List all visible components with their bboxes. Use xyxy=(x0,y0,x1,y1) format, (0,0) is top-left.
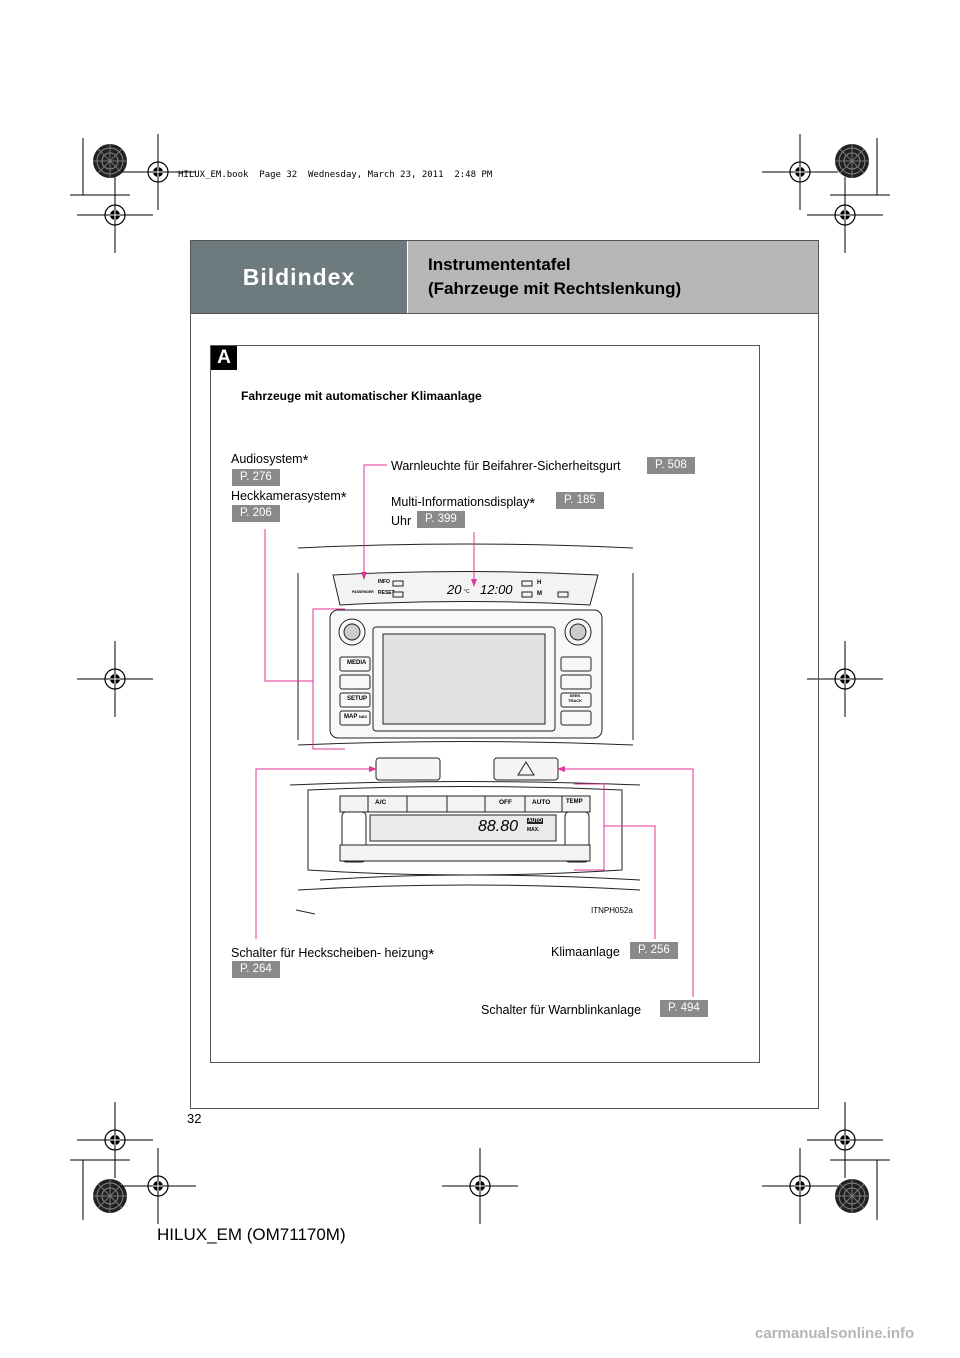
audio-track-label: TRACK xyxy=(568,698,582,703)
asterisk-icon: * xyxy=(428,946,435,963)
registration-marks xyxy=(70,133,890,1225)
asterisk-icon: * xyxy=(529,495,536,512)
camera-callout-text: Heckkamerasystem xyxy=(231,489,341,503)
display-reset-label: RESET xyxy=(378,590,395,596)
audio-media-button: MEDIA xyxy=(347,660,367,666)
figure-subtitle: Fahrzeuge mit automatischer Klimaanlage xyxy=(241,389,482,403)
callout-arrow-icon xyxy=(361,572,367,580)
climate-off-button: OFF xyxy=(499,799,512,806)
climate-max-label: MAX. xyxy=(527,827,540,833)
registration-sunburst-icon xyxy=(92,1178,128,1214)
multi-info-page-ref[interactable]: P. 185 xyxy=(556,492,604,509)
asterisk-icon: * xyxy=(340,489,347,506)
clock-page-ref[interactable]: P. 399 xyxy=(417,511,465,528)
figure-marker: A xyxy=(211,346,237,370)
page-frame xyxy=(190,240,819,1109)
climate-temp-label: TEMP xyxy=(566,799,583,805)
display-h-label: H xyxy=(537,580,542,586)
registration-sunburst-icon xyxy=(834,143,870,179)
watermark: carmanualsonline.info xyxy=(755,1325,915,1342)
climate-auto-button: AUTO xyxy=(532,799,551,806)
crosshair-icon xyxy=(76,176,154,254)
climate-auto-badge: AUTO xyxy=(527,818,544,824)
callout-arrow-icon xyxy=(557,766,565,772)
audio-map-label: MAP xyxy=(344,714,358,720)
crosshair-icon xyxy=(441,1147,519,1225)
book-info: HILUX_EM.book Page 32 Wednesday, March 2… xyxy=(178,170,493,180)
climate-readout: 88.80 xyxy=(478,818,519,835)
crosshair-icon xyxy=(761,133,839,211)
crosshair-icon xyxy=(76,1101,154,1179)
callout-arrow-icon xyxy=(471,579,477,587)
display-temp: 20 xyxy=(447,582,462,597)
display-m-label: M xyxy=(537,591,542,597)
section-header: Bildindex xyxy=(191,241,407,313)
aircon-page-ref[interactable]: P. 256 xyxy=(630,942,678,959)
page-title: Instrumententafel (Fahrzeuge mit Rechtsl… xyxy=(408,241,818,313)
crosshair-icon xyxy=(119,1147,197,1225)
climate-ac-button: A/C xyxy=(375,799,387,806)
hazard-page-ref[interactable]: P. 494 xyxy=(660,1000,708,1017)
audio-seek-label: SEEK xyxy=(569,693,581,698)
dashboard-illustration xyxy=(289,543,641,915)
header-divider xyxy=(191,313,818,314)
seatbelt-callout-label: Warnleuchte für Beifahrer-Sicherheitsgur… xyxy=(391,459,621,473)
hazard-triangle-icon xyxy=(517,761,535,776)
crosshair-icon xyxy=(76,640,154,718)
audio-callout-text: Audiosystem xyxy=(231,452,303,466)
audio-setup-button: SETUP xyxy=(347,696,368,702)
image-code: ITNPH052a xyxy=(591,906,633,915)
defogger-callout-label: Schalter für Heckscheiben- heizung* xyxy=(231,946,434,963)
registration-sunburst-icon xyxy=(834,1178,870,1214)
aircon-callout-label: Klimaanlage xyxy=(551,945,620,959)
clock-callout-label: Uhr xyxy=(391,514,412,528)
multi-info-callout-text: Multi-Informationsdisplay xyxy=(391,495,530,509)
multi-info-callout-label: Multi-Informationsdisplay* xyxy=(391,495,535,512)
asterisk-icon: * xyxy=(302,452,309,469)
registration-sunburst-icon xyxy=(92,143,128,179)
defogger-callout-text: Schalter für Heckscheiben- heizung xyxy=(231,946,429,960)
camera-callout-label: Heckkamerasystem* xyxy=(231,489,347,506)
audio-page-ref[interactable]: P. 276 xyxy=(232,469,280,486)
display-temp-unit: °C xyxy=(464,589,470,595)
page-number: 32 xyxy=(187,1111,202,1126)
callout-lines xyxy=(255,464,694,997)
camera-page-ref[interactable]: P. 206 xyxy=(232,505,280,522)
hazard-callout-label: Schalter für Warnblinkanlage xyxy=(481,1003,642,1017)
display-clock: 12:00 xyxy=(480,582,513,597)
display-passenger-label: PASSENGER xyxy=(352,590,374,594)
audio-map-button: MAP NAV xyxy=(344,714,367,720)
defogger-page-ref[interactable]: P. 264 xyxy=(232,961,280,978)
seatbelt-page-ref[interactable]: P. 508 xyxy=(647,457,695,474)
figure-box xyxy=(210,345,760,1063)
crosshair-icon xyxy=(806,1101,884,1179)
audio-seek-track-button: SEEK TRACK xyxy=(568,693,582,703)
display-info-label: INFO xyxy=(378,579,390,585)
crosshair-icon xyxy=(761,1147,839,1225)
audio-callout-label: Audiosystem* xyxy=(231,452,308,469)
callout-arrow-icon xyxy=(369,766,377,772)
footer-manual-code: HILUX_EM (OM71170M) xyxy=(157,1225,346,1244)
page-title-line2: (Fahrzeuge mit Rechtslenkung) xyxy=(428,279,682,298)
audio-nav-label: NAV xyxy=(358,714,368,719)
page-title-line1: Instrumententafel xyxy=(428,255,571,274)
